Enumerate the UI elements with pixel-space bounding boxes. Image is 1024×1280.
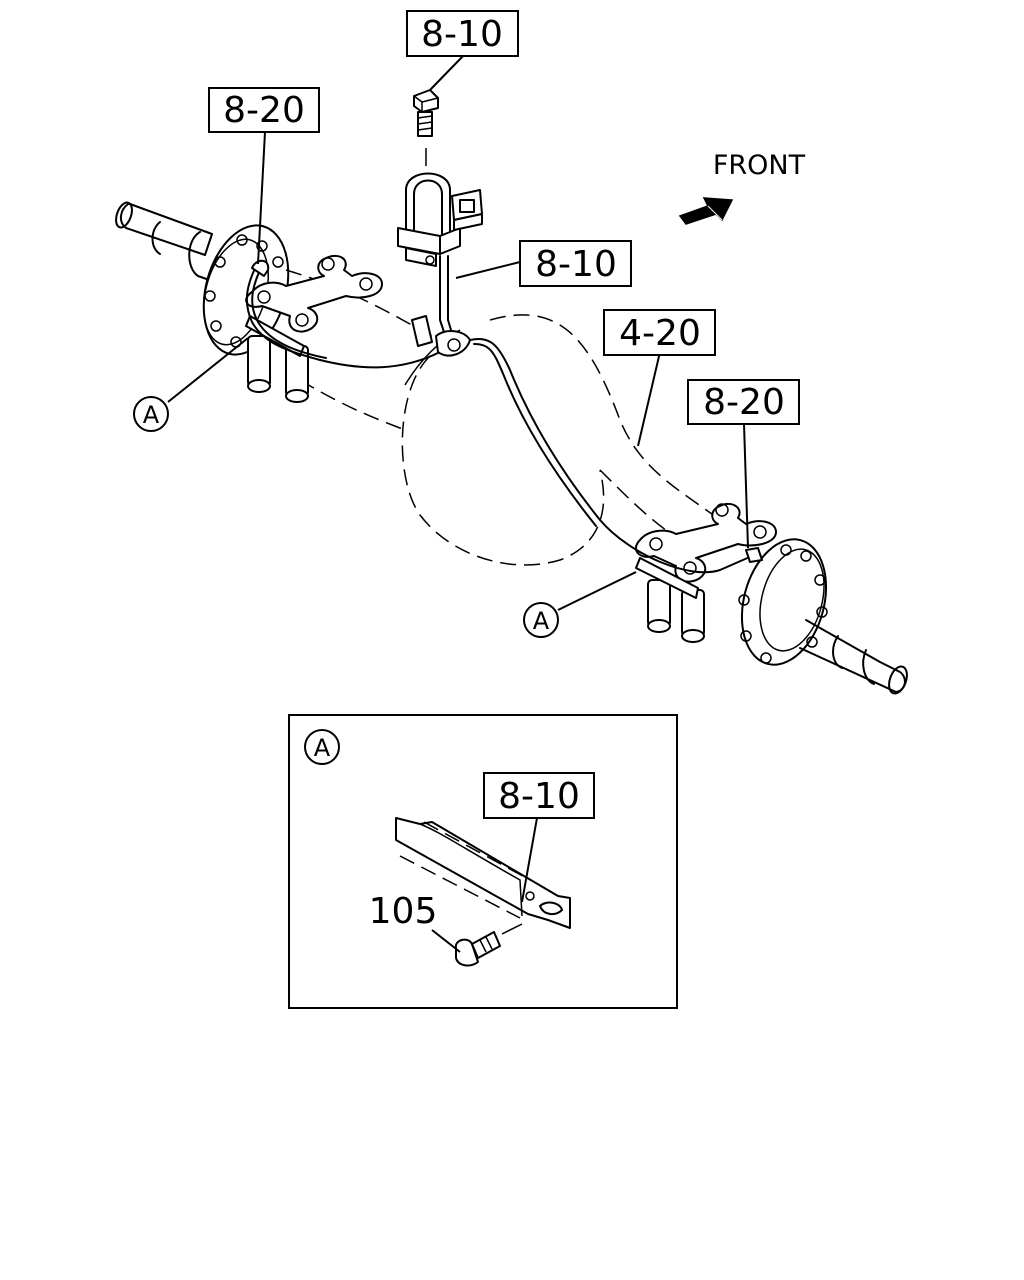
callout-hose-bracket-text: 8-10 bbox=[535, 244, 617, 285]
detail-marker: A bbox=[304, 729, 340, 765]
detail-view-a bbox=[288, 714, 678, 1009]
callout-left-clip: 8-20 bbox=[208, 87, 320, 133]
right-spring-seat bbox=[635, 502, 777, 643]
callout-right-clip-text: 8-20 bbox=[703, 382, 785, 423]
callout-right-clip: 8-20 bbox=[687, 379, 800, 425]
view-marker-left-text: A bbox=[143, 401, 160, 429]
leader-lines bbox=[167, 55, 749, 953]
part-number-105: 105 bbox=[369, 891, 438, 932]
brake-hose bbox=[245, 259, 763, 574]
callout-axle-housing-text: 4-20 bbox=[619, 313, 701, 354]
callout-top-bolt-text: 8-10 bbox=[421, 14, 503, 55]
center-bracket-assembly bbox=[397, 89, 483, 357]
view-marker-left: A bbox=[133, 396, 169, 432]
axle-housing bbox=[115, 201, 908, 695]
view-marker-right: A bbox=[523, 602, 559, 638]
callout-left-clip-text: 8-20 bbox=[223, 90, 305, 131]
callout-detail-bracket-text: 8-10 bbox=[498, 776, 580, 817]
right-hub-bolt-holes bbox=[738, 544, 828, 664]
view-marker-right-text: A bbox=[533, 607, 550, 635]
callout-detail-bracket: 8-10 bbox=[483, 772, 595, 819]
front-label: FRONT bbox=[713, 150, 806, 181]
callout-axle-housing: 4-20 bbox=[603, 309, 716, 356]
detail-marker-text: A bbox=[314, 734, 331, 762]
callout-top-bolt: 8-10 bbox=[406, 10, 519, 57]
callout-hose-bracket: 8-10 bbox=[519, 240, 632, 287]
front-direction-arrow bbox=[678, 197, 734, 225]
